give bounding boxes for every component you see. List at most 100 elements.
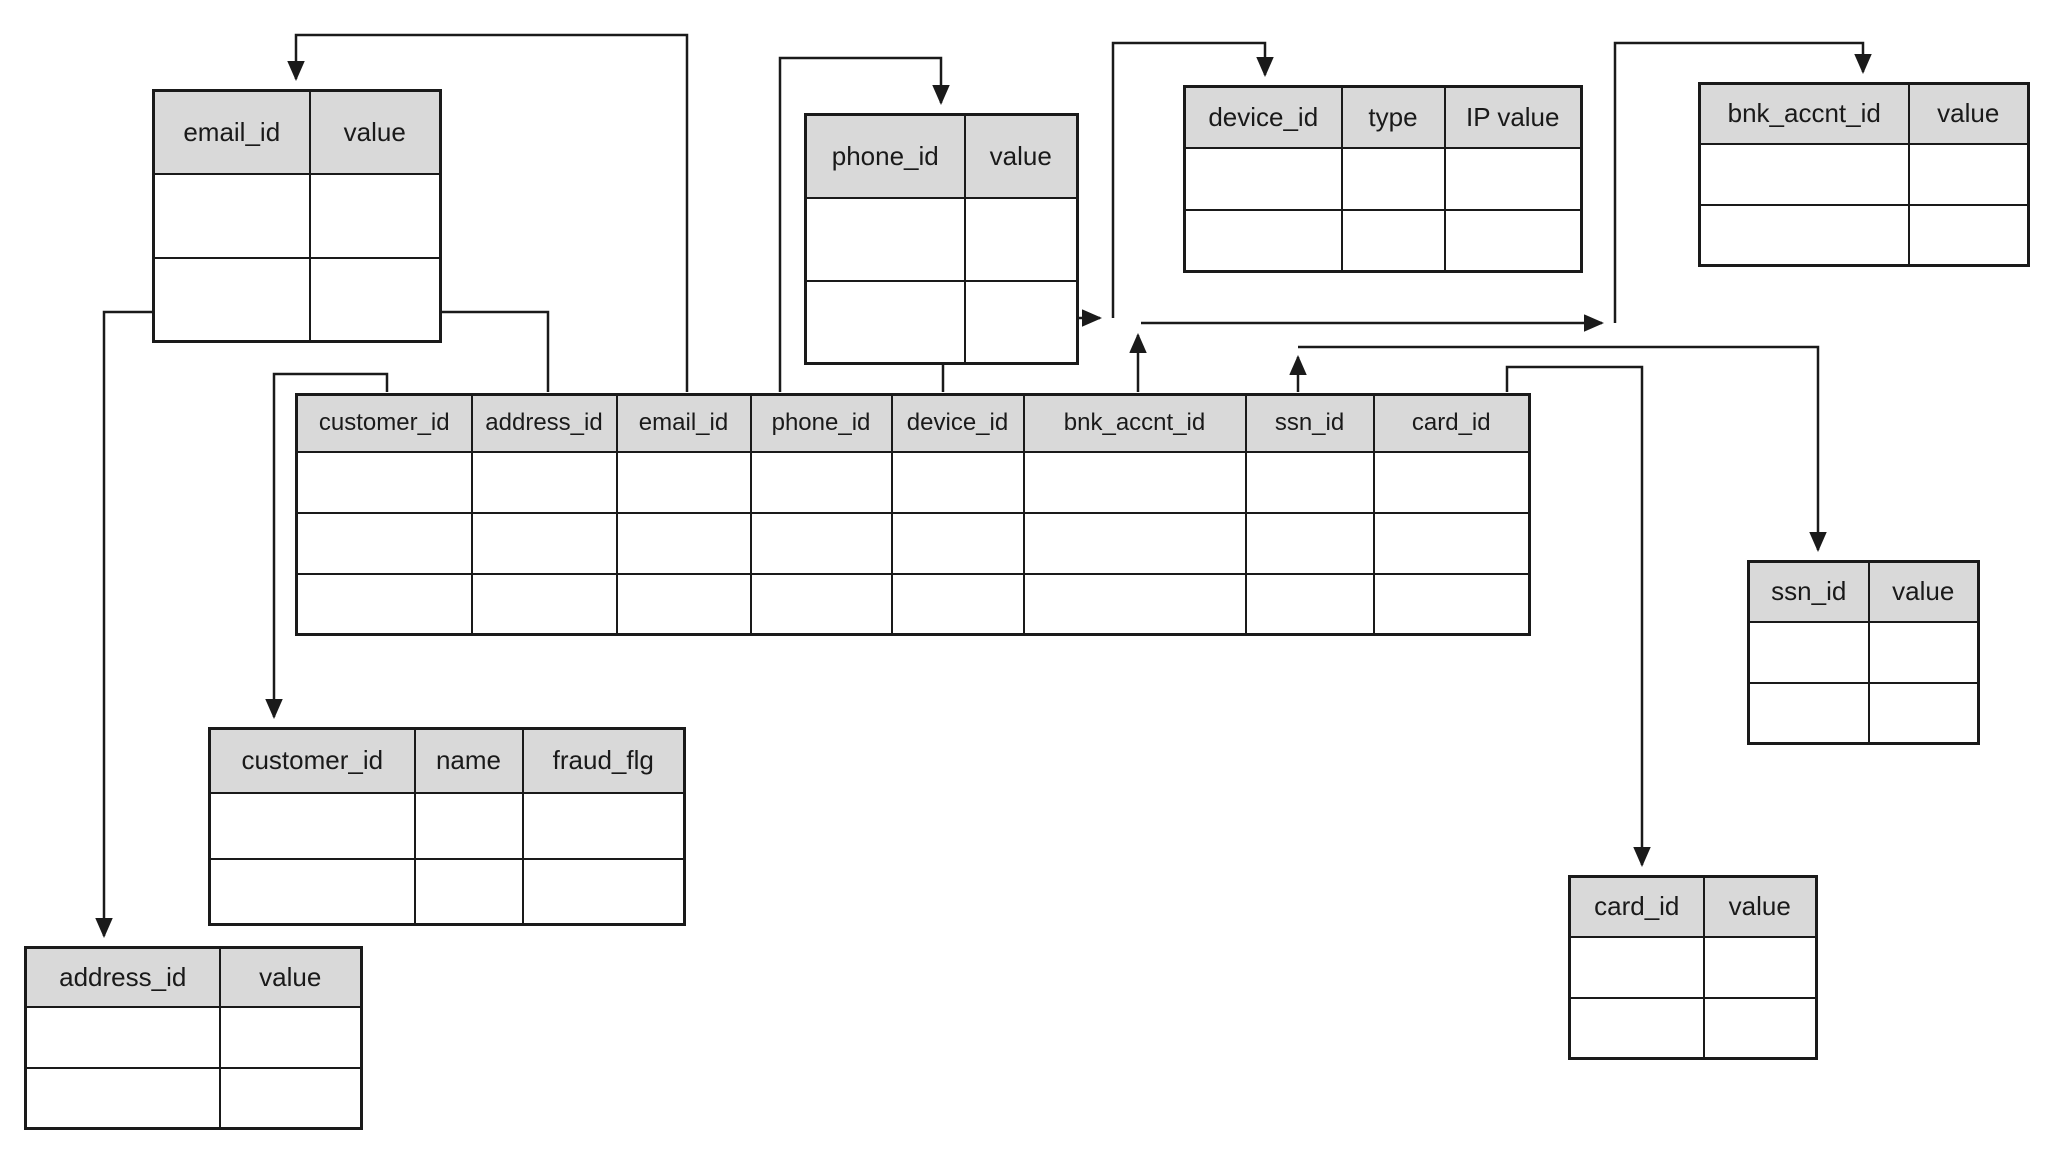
table-email: email_id value — [152, 89, 442, 343]
device-col-ip-value: IP value — [1443, 85, 1583, 149]
empty-cell — [413, 791, 524, 860]
device-col-device_id: device_id — [1183, 85, 1343, 149]
empty-cell — [1907, 203, 2030, 267]
empty-cell — [1244, 572, 1375, 636]
empty-cell — [963, 279, 1079, 365]
table-bank-account: bnk_accnt_id value — [1698, 82, 2030, 267]
empty-cell — [1698, 203, 1910, 267]
customer-col-name: name — [413, 727, 524, 794]
empty-cell — [1747, 620, 1870, 684]
arrow-central-to-email — [287, 33, 689, 392]
address-col-value: value — [218, 946, 363, 1008]
empty-cell — [749, 511, 893, 575]
customer-col-fraud_flg: fraud_flg — [521, 727, 686, 794]
ssn-col-ssn_id: ssn_id — [1747, 560, 1870, 623]
bank-col-bnk_accnt_id: bnk_accnt_id — [1698, 82, 1910, 145]
empty-cell — [1907, 142, 2030, 206]
central-col-phone_id: phone_id — [749, 393, 893, 453]
empty-cell — [1747, 681, 1870, 745]
phone-col-phone_id: phone_id — [804, 113, 966, 199]
empty-cell — [1568, 996, 1705, 1060]
empty-cell — [208, 791, 416, 860]
card-col-card_id: card_id — [1568, 875, 1705, 938]
central-col-address_id: address_id — [470, 393, 618, 453]
empty-cell — [308, 256, 442, 343]
empty-cell — [1022, 450, 1247, 514]
central-col-email_id: email_id — [615, 393, 752, 453]
empty-cell — [1867, 620, 1980, 684]
empty-cell — [1698, 142, 1910, 206]
empty-cell — [1443, 146, 1583, 211]
empty-cell — [1867, 681, 1980, 745]
table-phone: phone_id value — [804, 113, 1079, 365]
empty-cell — [1372, 572, 1531, 636]
empty-cell — [1372, 511, 1531, 575]
empty-cell — [615, 450, 752, 514]
central-col-customer_id: customer_id — [295, 393, 473, 453]
central-col-ssn_id: ssn_id — [1244, 393, 1375, 453]
empty-cell — [890, 450, 1025, 514]
arrow-central-to-device — [1111, 41, 1274, 318]
empty-cell — [1183, 146, 1343, 211]
arrow-central-to-card — [1505, 365, 1651, 868]
empty-cell — [1568, 935, 1705, 999]
empty-cell — [1340, 208, 1446, 273]
ssn-col-value: value — [1867, 560, 1980, 623]
bank-col-value: value — [1907, 82, 2030, 145]
empty-cell — [295, 511, 473, 575]
empty-cell — [521, 857, 686, 926]
table-ssn: ssn_id value — [1747, 560, 1980, 745]
empty-cell — [1443, 208, 1583, 273]
empty-cell — [413, 857, 524, 926]
empty-cell — [218, 1005, 363, 1069]
empty-cell — [152, 256, 311, 343]
empty-cell — [1702, 935, 1818, 999]
empty-cell — [1702, 996, 1818, 1060]
phone-col-value: value — [963, 113, 1079, 199]
empty-cell — [1372, 450, 1531, 514]
empty-cell — [1183, 208, 1343, 273]
empty-cell — [295, 450, 473, 514]
empty-cell — [804, 196, 966, 282]
central-col-bnk_accnt_id: bnk_accnt_id — [1022, 393, 1247, 453]
card-col-value: value — [1702, 875, 1818, 938]
arrow-central-to-bank — [1613, 41, 1872, 323]
empty-cell — [1022, 511, 1247, 575]
empty-cell — [24, 1005, 221, 1069]
empty-cell — [470, 572, 618, 636]
table-address: address_id value — [24, 946, 363, 1130]
empty-cell — [218, 1066, 363, 1130]
customer-col-customer_id: customer_id — [208, 727, 416, 794]
empty-cell — [152, 172, 311, 259]
address-col-address_id: address_id — [24, 946, 221, 1008]
table-device: device_id type IP value — [1183, 85, 1583, 273]
table-card: card_id value — [1568, 875, 1818, 1060]
empty-cell — [749, 450, 893, 514]
device-col-type: type — [1340, 85, 1446, 149]
central-col-card_id: card_id — [1372, 393, 1531, 453]
empty-cell — [1340, 146, 1446, 211]
arrow-central-to-ssn — [1298, 345, 1827, 553]
empty-cell — [890, 511, 1025, 575]
empty-cell — [615, 572, 752, 636]
table-customer: customer_id name fraud_flg — [208, 727, 686, 926]
email-col-email_id: email_id — [152, 89, 311, 175]
email-col-value: value — [308, 89, 442, 175]
central-col-device_id: device_id — [890, 393, 1025, 453]
arrow-central-to-customer — [265, 372, 389, 720]
arrow-central-to-phone — [778, 56, 950, 392]
empty-cell — [470, 450, 618, 514]
empty-cell — [963, 196, 1079, 282]
empty-cell — [804, 279, 966, 365]
table-customer-xref: customer_id address_id email_id phone_id… — [295, 393, 1531, 636]
empty-cell — [521, 791, 686, 860]
empty-cell — [295, 572, 473, 636]
empty-cell — [749, 572, 893, 636]
empty-cell — [1022, 572, 1247, 636]
empty-cell — [615, 511, 752, 575]
empty-cell — [24, 1066, 221, 1130]
empty-cell — [1244, 450, 1375, 514]
empty-cell — [208, 857, 416, 926]
empty-cell — [308, 172, 442, 259]
